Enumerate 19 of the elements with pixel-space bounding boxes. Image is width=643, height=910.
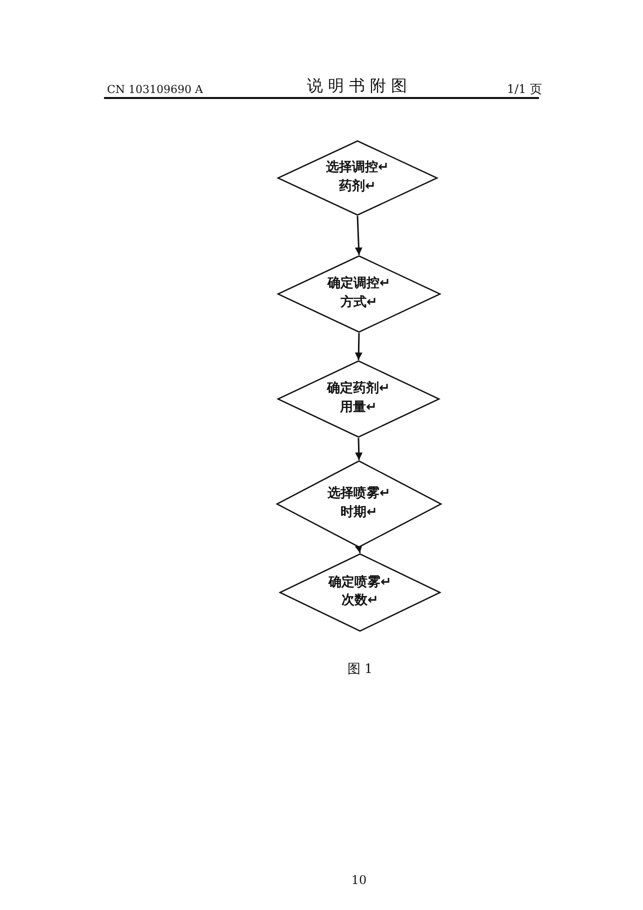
step-label: 选择喷雾↵时期↵ — [326, 485, 392, 522]
arrow — [354, 216, 362, 256]
decision-diamond — [277, 360, 440, 438]
step-label: 确定调控↵方式↵ — [326, 275, 392, 312]
decision-diamond — [277, 140, 438, 216]
patent-number: CN 103109690 A — [107, 83, 203, 96]
header-title: 说 明 书 附 图 — [306, 76, 408, 97]
decision-diamond — [277, 255, 441, 333]
page-number: 10 — [350, 873, 368, 887]
arrow — [355, 438, 363, 460]
arrow — [354, 544, 362, 554]
arrow — [354, 332, 362, 360]
decision-diamond — [276, 460, 442, 548]
step-label: 确定喷雾↵次数↵ — [327, 574, 392, 610]
page-indicator: 1/1 页 — [506, 81, 542, 98]
decision-diamond — [279, 553, 441, 632]
step-label: 选择调控↵药剂↵ — [325, 159, 390, 196]
step-label: 确定药剂↵用量↵ — [326, 380, 391, 417]
figure-caption: 图 1 — [346, 661, 374, 678]
